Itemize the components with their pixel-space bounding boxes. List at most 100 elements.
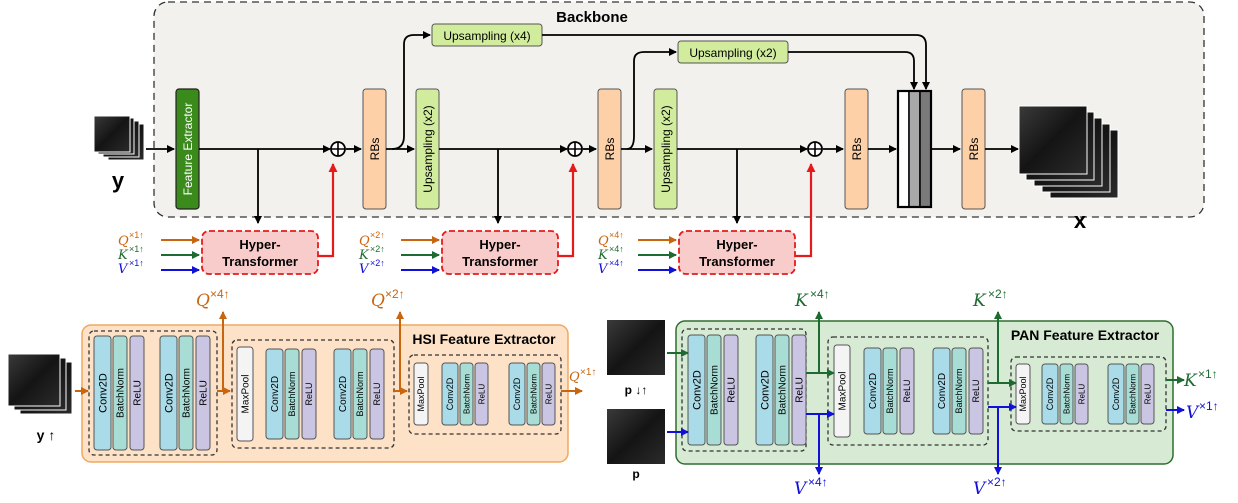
- pan-bn-block-16: [1059, 363, 1074, 425]
- hsi-extractor-title: HSI Feature Extractor: [412, 331, 556, 347]
- pan-relu-block-10: [899, 347, 915, 435]
- hsi-conv-label-4: Conv2D: [163, 373, 175, 413]
- hsi-conv-block-18: [508, 362, 526, 426]
- hsi-relu-block-10: [301, 348, 317, 440]
- rbs-label-4: RBs: [967, 138, 981, 161]
- hyper-transformer-1: Hyper- Transformer: [201, 163, 338, 275]
- pan-conv-block-8: [863, 347, 882, 435]
- pan-bn-label-2: BatchNorm: [710, 365, 721, 415]
- hyper-transformer-inputs-1: Q ×1↑ K ×1↑ V ×1↑: [117, 230, 200, 277]
- k-scale-2: ×2↑: [370, 244, 385, 254]
- pan-group-3: [1010, 356, 1167, 432]
- hsi-conv-label-15: Conv2D: [445, 377, 455, 410]
- hyper-transformer-box-2: [441, 230, 559, 275]
- hsi-bn-label-2: BatchNorm: [116, 368, 127, 418]
- k-scale-1: ×1↑: [129, 244, 144, 254]
- hyper-transformer-inputs-3: Q ×4↑ K ×4↑ V ×4↑: [597, 230, 677, 277]
- pan-relu-label-10: ReLU: [902, 379, 912, 402]
- pan-v-arrows: [667, 403, 1185, 475]
- hsi-conv-block-1: [93, 335, 112, 451]
- upsampling-x2-label-2: Upsampling (x2): [659, 105, 673, 192]
- hsi-arrows: [217, 311, 583, 395]
- backbone-group: Backbone y Feature Extractor RBs Upsampl…: [93, 1, 1205, 233]
- add-node-3: [807, 141, 823, 157]
- pan-v4-label: V: [794, 479, 808, 499]
- pan-bn-block-19: [1125, 363, 1140, 425]
- hsi-relu-label-10: ReLU: [304, 382, 314, 405]
- pan-extractor-title: PAN Feature Extractor: [1011, 327, 1160, 343]
- hsi-relu-block-6: [195, 335, 211, 451]
- q-scale-3: ×4↑: [609, 230, 624, 240]
- pan-relu-block-20: [1140, 363, 1155, 425]
- hsi-q1-scale: ×1↑: [580, 367, 596, 378]
- pan-conv-label-1: Conv2D: [691, 370, 703, 410]
- pan-pool-block-7: [833, 344, 851, 438]
- pan-conv-label-15: Conv2D: [1045, 377, 1055, 410]
- hsi-bn-block-19: [526, 362, 541, 426]
- hsi-bn-label-16: BatchNorm: [462, 374, 471, 414]
- pan-feature-extractor: PAN Feature Extractor p ↓↑ p Conv2D Batch…: [607, 287, 1219, 499]
- hyper-transformer-title-3b: Transformer: [699, 254, 775, 269]
- pan-bn-label-19: BatchNorm: [1128, 374, 1137, 414]
- pan-bn-label-9: BatchNorm: [885, 368, 895, 413]
- input-p-down-up-label: p ↓↑: [625, 383, 648, 397]
- hsi-relu-label-20: ReLU: [544, 384, 553, 405]
- add-node-2: [567, 141, 583, 157]
- hsi-feature-extractor: HSI Feature Extractor y ↑ Conv2D BatchNor…: [7, 287, 596, 463]
- pan-conv-label-11: Conv2D: [937, 373, 948, 409]
- hsi-conv-block-8: [265, 348, 284, 440]
- pan-pool-label-14: MaxPool: [1018, 376, 1028, 411]
- v-scale-3: ×4↑: [609, 258, 624, 268]
- upsampling-x2-top-label: Upsampling (x2): [689, 46, 776, 60]
- pan-relu-block-3: [723, 334, 739, 446]
- pan-relu-label-6: ReLU: [795, 377, 806, 403]
- pan-bn-block-12: [951, 347, 967, 435]
- hsi-conv-label-18: Conv2D: [512, 377, 522, 410]
- hsi-relu-label-3: ReLU: [133, 380, 144, 406]
- k-scale-3: ×4↑: [609, 244, 624, 254]
- pan-conv-block-18: [1107, 363, 1125, 425]
- pan-bn-label-16: BatchNorm: [1062, 374, 1071, 414]
- pan-k1-label: K: [1183, 371, 1198, 391]
- backbone-title: Backbone: [556, 9, 628, 26]
- pan-bn-label-5: BatchNorm: [778, 365, 789, 415]
- hsi-pool-label-7: MaxPool: [241, 375, 252, 414]
- pan-layer-blocks: Conv2D BatchNorm ReLU Conv2D BatchNorm ReLU Ma…: [687, 334, 1155, 446]
- upsampling-x2-label-1: Upsampling (x2): [421, 105, 435, 192]
- input-y-up-label: y ↑: [37, 427, 56, 443]
- pan-bn-label-12: BatchNorm: [954, 368, 964, 413]
- hsi-bn-label-19: BatchNorm: [529, 374, 538, 414]
- k-label-2: K: [358, 248, 370, 263]
- hyper-transformer-title-1a: Hyper-: [239, 237, 280, 252]
- pan-relu-block-17: [1074, 363, 1089, 425]
- input-y-up-image: [7, 353, 73, 415]
- hsi-conv-label-1: Conv2D: [97, 373, 109, 413]
- output-x-label: x: [1074, 208, 1087, 233]
- q-scale-2: ×2↑: [370, 230, 385, 240]
- k-label-1: K: [117, 248, 129, 263]
- pan-relu-block-6: [791, 334, 807, 446]
- hsi-group-1: [88, 330, 218, 456]
- pan-bn-block-9: [882, 347, 898, 435]
- pan-k-arrows: [667, 311, 1185, 387]
- pan-relu-label-13: ReLU: [971, 379, 981, 402]
- input-y-image: [93, 115, 145, 161]
- v-scale-1: ×1↑: [129, 258, 144, 268]
- feature-extractor-label: Feature Extractor: [181, 103, 195, 196]
- pan-conv-block-15: [1041, 363, 1059, 425]
- hsi-relu-block-20: [541, 362, 556, 426]
- pan-bn-block-2: [706, 334, 722, 446]
- rbs-label-2: RBs: [603, 138, 617, 161]
- hsi-q1-label: Q: [569, 370, 580, 385]
- hsi-conv-block-15: [441, 362, 459, 426]
- hsi-relu-label-17: ReLU: [477, 384, 486, 405]
- hsi-bn-block-9: [284, 348, 300, 440]
- hsi-q2-label: Q: [371, 291, 385, 311]
- hsi-conv-block-11: [333, 348, 352, 440]
- input-p-label: p: [632, 467, 639, 481]
- pan-k2-label: K: [972, 291, 987, 311]
- pan-pool-label-7: MaxPool: [838, 372, 849, 411]
- hsi-pool-block-14: [413, 362, 429, 426]
- hsi-bn-block-2: [112, 335, 128, 451]
